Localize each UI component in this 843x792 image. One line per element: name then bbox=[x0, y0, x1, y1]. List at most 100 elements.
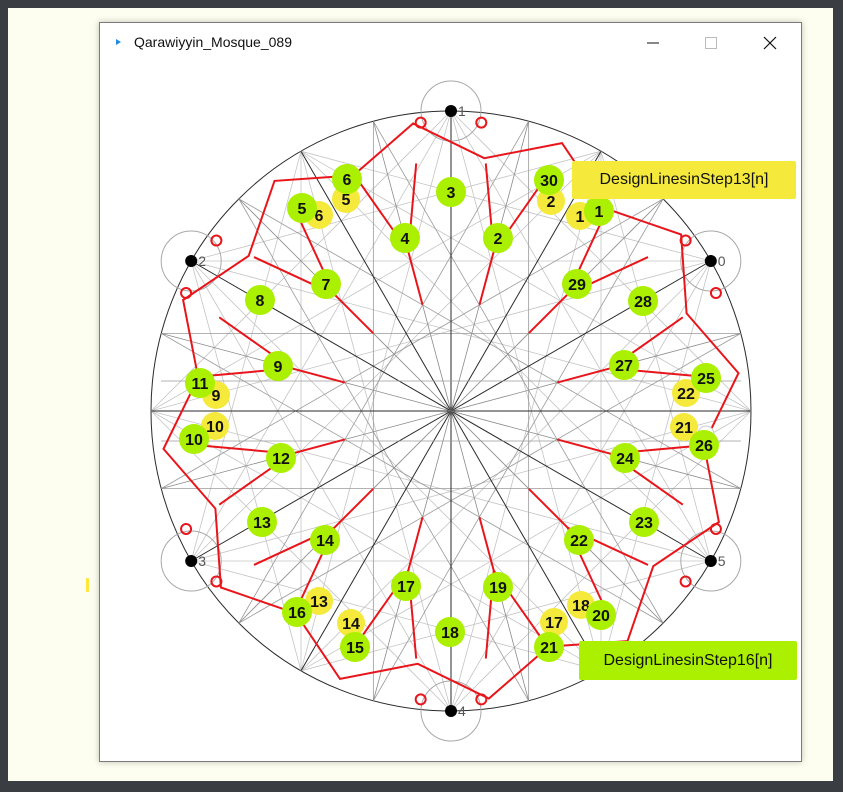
green-badge-text: 16 bbox=[288, 605, 306, 622]
vertex-dot bbox=[704, 555, 717, 567]
yellow-badge-text: 22 bbox=[677, 386, 695, 403]
green-badge-disc bbox=[311, 269, 341, 299]
maximize-button[interactable] bbox=[688, 25, 734, 61]
vertex-dot bbox=[185, 255, 198, 267]
yellow-badge-text: 21 bbox=[675, 420, 693, 437]
green-badge-text: 4 bbox=[401, 231, 410, 248]
green-badge-disc bbox=[247, 507, 277, 537]
yellow-badge-disc bbox=[337, 609, 365, 637]
green-badge-disc bbox=[282, 597, 312, 627]
minimize-icon bbox=[647, 42, 659, 44]
red-star-spoke bbox=[291, 367, 346, 384]
green-badge-text: 18 bbox=[441, 625, 459, 642]
red-node bbox=[180, 287, 193, 300]
yellow-badge-text: 14 bbox=[342, 616, 360, 633]
green-badge-text: 22 bbox=[570, 533, 588, 550]
green-badge-text: 14 bbox=[316, 533, 334, 550]
vertex-dot bbox=[704, 255, 717, 267]
red-star-spoke bbox=[528, 293, 569, 334]
radial-axis bbox=[161, 332, 741, 490]
green-badge-text: 26 bbox=[695, 438, 713, 455]
green-badge-text: 25 bbox=[697, 371, 715, 388]
red-star-spoke bbox=[407, 516, 424, 571]
red-star-spoke bbox=[407, 251, 424, 306]
red-node bbox=[180, 522, 193, 535]
green-badge-disc bbox=[483, 223, 513, 253]
step13-label: DesignLinesinStep13[n] bbox=[572, 161, 796, 199]
red-node bbox=[475, 116, 488, 129]
green-badge-text: 20 bbox=[592, 608, 610, 625]
yellow-badge-text: 6 bbox=[315, 208, 324, 225]
green-badge-disc bbox=[245, 285, 275, 315]
green-badge-disc bbox=[310, 525, 340, 555]
red-star-spoke bbox=[556, 438, 611, 455]
vertex-label: 2 bbox=[198, 253, 206, 269]
title-bar[interactable]: Qarawiyyin_Mosque_089 bbox=[100, 23, 801, 63]
green-badge-text: 2 bbox=[494, 231, 503, 248]
step16-label: DesignLinesinStep16[n] bbox=[579, 641, 797, 680]
green-badge-disc bbox=[332, 164, 362, 194]
green-badge-text: 19 bbox=[489, 580, 507, 597]
red-node bbox=[475, 693, 488, 706]
green-badge-disc bbox=[610, 443, 640, 473]
red-star-spoke bbox=[291, 438, 346, 455]
green-badge-disc bbox=[534, 165, 564, 195]
yellow-badge-disc bbox=[670, 413, 698, 441]
red-star-spoke bbox=[333, 488, 374, 529]
green-badge-disc bbox=[436, 177, 466, 207]
yellow-badge-text: 10 bbox=[206, 419, 224, 436]
green-badge-text: 12 bbox=[272, 451, 290, 468]
red-node bbox=[210, 234, 223, 247]
green-badge-disc bbox=[263, 351, 293, 381]
yellow-badge-text: 5 bbox=[342, 192, 351, 209]
green-badge-text: 15 bbox=[346, 640, 364, 657]
yellow-badge-disc bbox=[305, 587, 333, 615]
vertex-label: 5 bbox=[718, 553, 726, 569]
green-badge-text: 13 bbox=[253, 515, 271, 532]
green-badge-text: 21 bbox=[540, 640, 558, 657]
yellow-badge-text: 1 bbox=[576, 209, 585, 226]
red-node bbox=[679, 234, 692, 247]
yellow-badge-text: 9 bbox=[212, 388, 221, 405]
vertex-dot bbox=[445, 705, 457, 717]
red-star-spoke bbox=[333, 293, 374, 334]
green-badge-disc bbox=[534, 632, 564, 662]
green-badge-disc bbox=[564, 525, 594, 555]
green-badge-text: 29 bbox=[568, 277, 586, 294]
green-badge-text: 7 bbox=[322, 277, 331, 294]
green-badge-disc bbox=[185, 368, 215, 398]
green-badge-disc bbox=[390, 223, 420, 253]
yellow-badge-text: 18 bbox=[572, 598, 590, 615]
yellow-badge-disc bbox=[201, 412, 229, 440]
green-badge-text: 27 bbox=[615, 358, 633, 375]
green-badge-text: 24 bbox=[616, 451, 634, 468]
green-badge-disc bbox=[340, 632, 370, 662]
green-badge-disc bbox=[179, 424, 209, 454]
yellow-badge-text: 17 bbox=[545, 615, 563, 632]
green-badge-disc bbox=[287, 193, 317, 223]
app-icon bbox=[116, 39, 121, 45]
red-star-spoke bbox=[478, 516, 495, 571]
vertex-dot bbox=[445, 105, 457, 117]
vertex-dot bbox=[185, 555, 198, 567]
green-badge-disc bbox=[435, 617, 465, 647]
red-node bbox=[709, 522, 722, 535]
green-badge-text: 23 bbox=[635, 515, 653, 532]
close-button[interactable] bbox=[747, 25, 793, 61]
green-badge-text: 30 bbox=[540, 173, 558, 190]
green-badge-disc bbox=[483, 572, 513, 602]
yellow-badge-disc bbox=[540, 608, 568, 636]
red-node bbox=[210, 575, 223, 588]
red-node bbox=[679, 575, 692, 588]
green-badge-text: 5 bbox=[298, 201, 307, 218]
vertex-label: 3 bbox=[198, 553, 206, 569]
minimize-button[interactable] bbox=[630, 25, 676, 61]
green-badge-text: 9 bbox=[274, 359, 283, 376]
green-badge-disc bbox=[586, 600, 616, 630]
red-star-spoke bbox=[478, 251, 495, 306]
green-badge-disc bbox=[629, 507, 659, 537]
green-badge-text: 3 bbox=[447, 185, 456, 202]
